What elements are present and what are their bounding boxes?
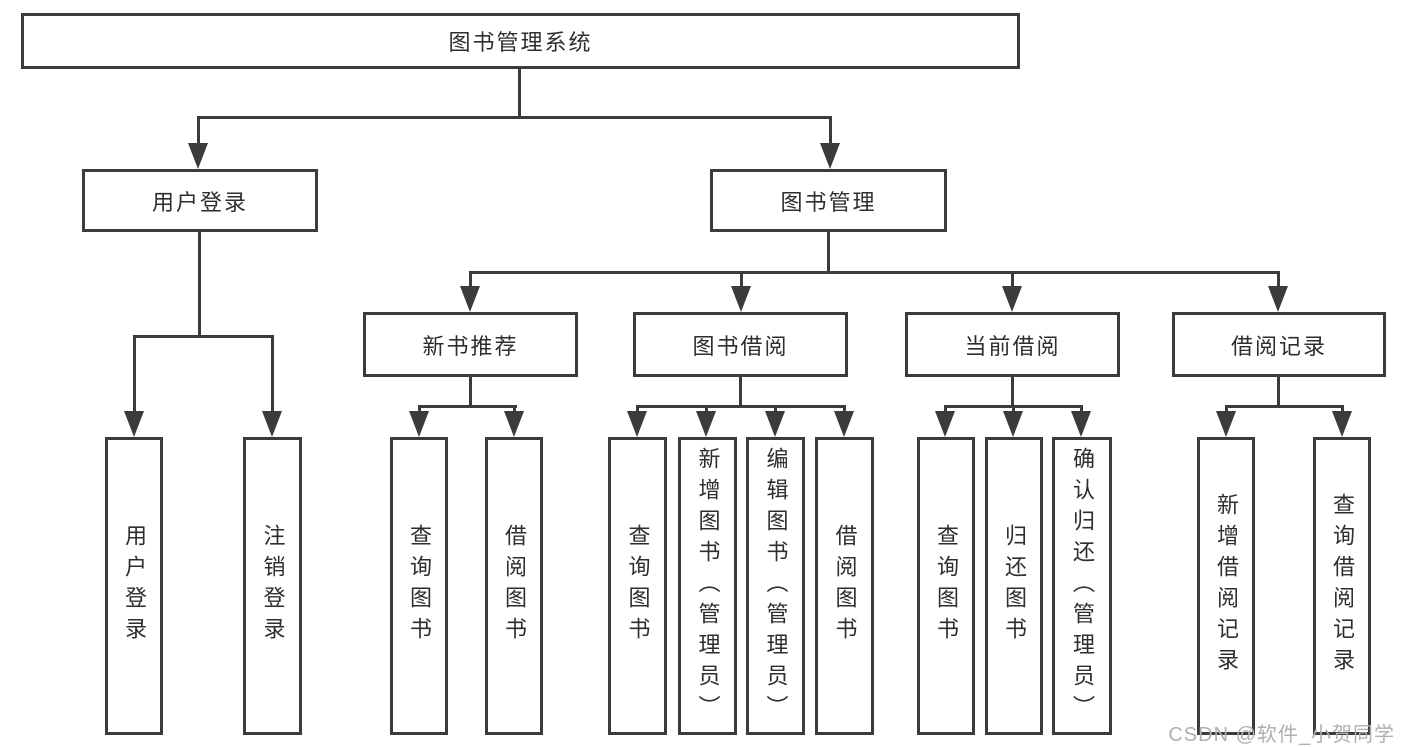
watermark-text: CSDN @软件_小贺同学 (1168, 724, 1395, 746)
node-query-books-current: 查询图书 (917, 437, 975, 735)
node-library-management-system: 图书管理系统 (21, 13, 1020, 69)
connector-line (469, 377, 472, 408)
arrow-down-icon (1003, 411, 1023, 437)
arrow-down-icon (1071, 411, 1091, 437)
arrow-down-icon (1002, 286, 1022, 312)
arrow-down-icon (1268, 286, 1288, 312)
connector-line (418, 405, 517, 408)
connector-line (1225, 405, 1228, 415)
arrow-down-icon (188, 143, 208, 169)
connector-line (636, 405, 846, 408)
connector-line (827, 232, 830, 274)
node-borrow-books: 借阅图书 (815, 437, 874, 735)
node-query-books-borrowing: 查询图书 (608, 437, 667, 735)
connector-line (1080, 405, 1083, 415)
connector-line (843, 405, 846, 415)
node-edit-books-admin: 编辑图书（管理员） (746, 437, 805, 735)
connector-line (469, 271, 1280, 274)
connector-line (1341, 405, 1344, 415)
node-confirm-return-admin: 确认归还（管理员） (1052, 437, 1112, 735)
arrow-down-icon (460, 286, 480, 312)
node-query-books-recommend: 查询图书 (390, 437, 448, 735)
connector-line (829, 116, 832, 147)
node-logout: 注销登录 (243, 437, 302, 735)
connector-line (774, 405, 777, 415)
connector-line (198, 232, 201, 338)
connector-line (1277, 271, 1280, 291)
connector-line (197, 116, 832, 119)
node-borrow-books-recommend: 借阅图书 (485, 437, 543, 735)
arrow-down-icon (627, 411, 647, 437)
node-borrowing-records: 借阅记录 (1172, 312, 1386, 377)
arrow-down-icon (124, 411, 144, 437)
node-new-book-recommendation: 新书推荐 (363, 312, 578, 377)
node-current-borrowing: 当前借阅 (905, 312, 1120, 377)
connector-line (197, 116, 200, 147)
arrow-down-icon (935, 411, 955, 437)
connector-line (740, 271, 743, 291)
arrow-down-icon (409, 411, 429, 437)
arrow-down-icon (834, 411, 854, 437)
node-book-management: 图书管理 (710, 169, 947, 232)
node-query-borrow-record: 查询借阅记录 (1313, 437, 1371, 735)
node-add-books-admin: 新增图书（管理员） (678, 437, 737, 735)
arrow-down-icon (731, 286, 751, 312)
connector-line (636, 405, 639, 415)
connector-line (739, 377, 742, 408)
arrow-down-icon (765, 411, 785, 437)
connector-line (133, 335, 274, 338)
node-book-borrowing: 图书借阅 (633, 312, 848, 377)
connector-line (944, 405, 947, 415)
arrow-down-icon (1216, 411, 1236, 437)
connector-line (133, 335, 136, 415)
connector-line (705, 405, 708, 415)
connector-line (1225, 405, 1344, 408)
connector-line (1011, 271, 1014, 291)
arrow-down-icon (1332, 411, 1352, 437)
connector-line (513, 405, 516, 415)
connector-line (469, 271, 472, 291)
node-return-books: 归还图书 (985, 437, 1043, 735)
node-add-borrow-record: 新增借阅记录 (1197, 437, 1255, 735)
connector-line (1277, 377, 1280, 408)
node-user-login: 用户登录 (82, 169, 318, 232)
node-user-login-action: 用户登录 (105, 437, 163, 735)
connector-line (1011, 377, 1014, 408)
connector-line (418, 405, 421, 415)
connector-line (1012, 405, 1015, 415)
arrow-down-icon (696, 411, 716, 437)
arrow-down-icon (262, 411, 282, 437)
arrow-down-icon (820, 143, 840, 169)
connector-line (518, 68, 521, 119)
connector-line (271, 335, 274, 415)
arrow-down-icon (504, 411, 524, 437)
